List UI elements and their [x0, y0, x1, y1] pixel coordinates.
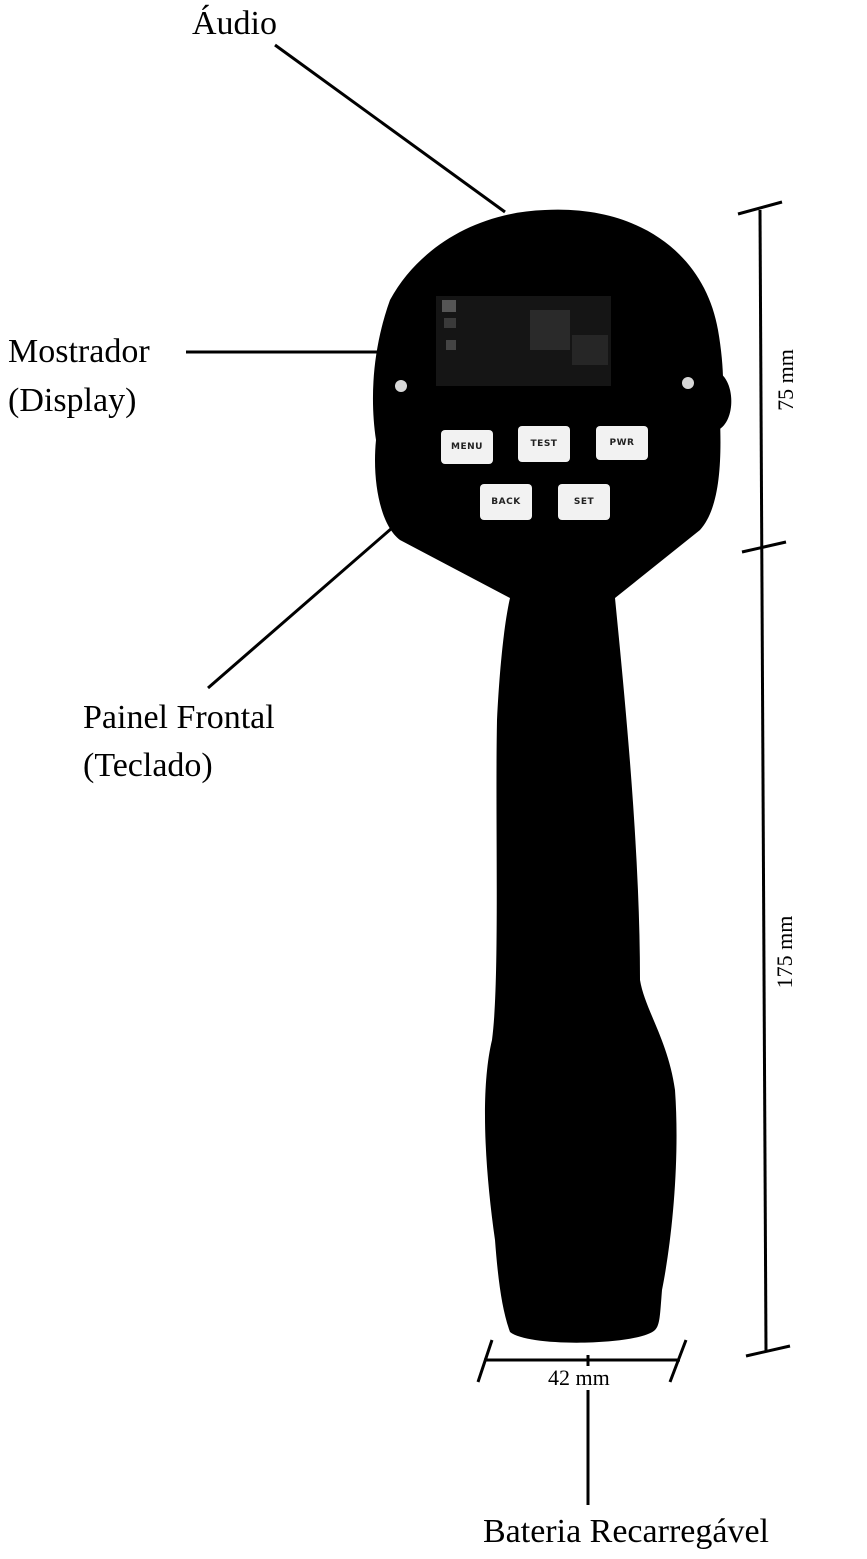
display-segment-5: [572, 335, 608, 365]
left-screw-icon: [395, 380, 407, 392]
display-label-line2: (Display): [8, 382, 137, 419]
audio-label: Áudio: [192, 5, 277, 42]
handle-height-dimension: 175 mm: [772, 915, 797, 989]
dim-tick-mid: [741, 540, 787, 554]
panel-label-line1: Painel Frontal: [83, 699, 275, 736]
battery-label: Bateria Recarregável: [483, 1513, 769, 1550]
display-segment-3: [446, 340, 456, 350]
panel-leader-line: [207, 526, 393, 690]
device-handle: [484, 598, 677, 1343]
display-segment-2: [444, 318, 456, 328]
head-height-dimension: 75 mm: [773, 349, 798, 411]
head-side-bump: [712, 370, 732, 430]
right-screw-icon: [682, 377, 694, 389]
display-segment-4: [530, 310, 570, 350]
keypad-button-5[interactable]: SET: [558, 484, 610, 520]
dim-tick-top: [737, 200, 783, 216]
display-segment-1: [442, 300, 456, 312]
panel-label-line2: (Teclado): [83, 747, 213, 784]
display-label-line1: Mostrador: [8, 333, 150, 370]
keypad-button-2[interactable]: TEST: [518, 426, 570, 462]
width-dimension: 42 mm: [546, 1365, 612, 1390]
audio-leader-line: [274, 43, 506, 214]
dim-tick-bottom: [745, 1344, 791, 1358]
width-tick-right: [668, 1339, 688, 1383]
keypad-button-4[interactable]: BACK: [480, 484, 532, 520]
height-dimension-line: [758, 209, 768, 1353]
device-head: [372, 209, 724, 598]
keypad-button-3[interactable]: PWR: [596, 426, 648, 460]
width-tick-left: [476, 1339, 494, 1383]
keypad-button-1[interactable]: MENU: [441, 430, 493, 464]
